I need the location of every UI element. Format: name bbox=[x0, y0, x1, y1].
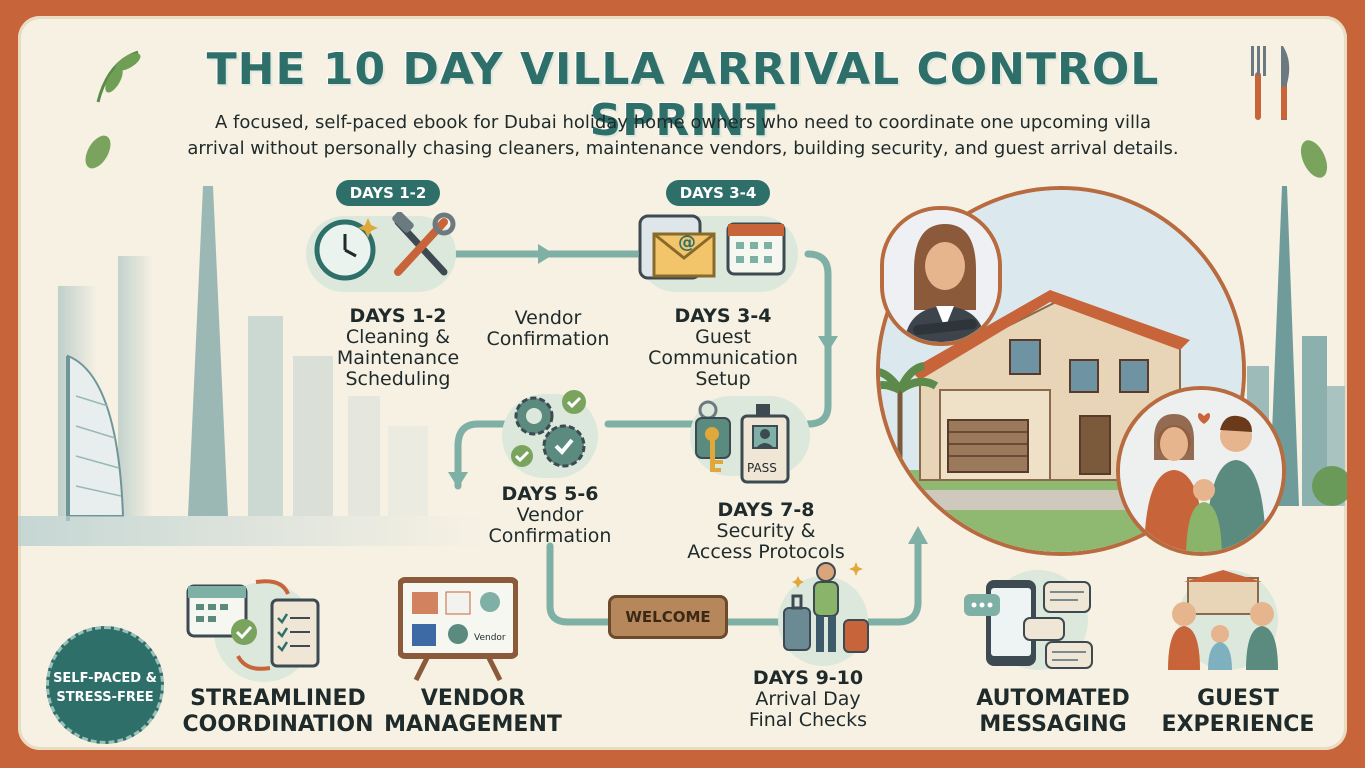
step1-head: DAYS 1-2 bbox=[349, 305, 447, 327]
step2-head: DAYS 3-4 bbox=[674, 305, 772, 327]
step3-line2: Confirmation bbox=[488, 525, 612, 547]
gears-icon bbox=[511, 390, 586, 468]
step1-line1: Cleaning & bbox=[345, 326, 451, 348]
connector-line1: Vendor bbox=[514, 307, 582, 329]
family-icon bbox=[1168, 570, 1278, 670]
guest-family-avatar bbox=[1116, 386, 1286, 556]
welcome-mat: WELCOME bbox=[608, 595, 728, 639]
page-subtitle: A focused, self-paced ebook for Dubai ho… bbox=[148, 110, 1218, 162]
step3-line1: Vendor bbox=[516, 504, 584, 526]
luggage-icon bbox=[783, 562, 869, 653]
feature1-line2: COORDINATION bbox=[182, 712, 374, 737]
feature1-line1: STREAMLINED bbox=[190, 686, 366, 711]
step4-head: DAYS 7-8 bbox=[717, 499, 815, 521]
host-avatar bbox=[880, 206, 1002, 346]
step2-line1: Guest bbox=[695, 326, 751, 348]
id-pass-icon: PASS bbox=[740, 404, 790, 484]
leaf-icon bbox=[85, 50, 141, 169]
badge-line1: SELF-PACED & bbox=[53, 671, 157, 686]
step4-label: DAYS 7-8 Security & Access Protocols bbox=[666, 500, 866, 563]
checklist-icon bbox=[186, 579, 320, 671]
feature3-line2: MESSAGING bbox=[979, 712, 1127, 737]
step1-label: DAYS 1-2 Cleaning & Maintenance Scheduli… bbox=[318, 306, 478, 390]
tools-icon bbox=[392, 212, 456, 276]
subtitle-line-1: A focused, self-paced ebook for Dubai ho… bbox=[214, 112, 1152, 133]
clock-icon bbox=[314, 218, 378, 281]
calendar-icon bbox=[726, 222, 786, 276]
chat-icon bbox=[964, 580, 1093, 669]
step5-line2: Final Checks bbox=[748, 709, 868, 731]
feature4-line1: GUEST bbox=[1197, 686, 1279, 711]
feature-vendor: VENDOR MANAGEMENT bbox=[368, 686, 578, 738]
feature-streamlined: STREAMLINED COORDINATION bbox=[168, 686, 388, 738]
feature4-line2: EXPERIENCE bbox=[1161, 712, 1315, 737]
step2-line2: Communication bbox=[648, 347, 798, 369]
feature-guest-experience: GUEST EXPERIENCE bbox=[1138, 686, 1338, 738]
host-icon bbox=[884, 210, 998, 342]
subtitle-line-2: arrival without personally chasing clean… bbox=[187, 138, 1179, 159]
step2-label: DAYS 3-4 Guest Communication Setup bbox=[638, 306, 808, 390]
step1-line2: Maintenance bbox=[336, 347, 460, 369]
vendor-board-text: Vendor bbox=[474, 633, 506, 643]
step5-line1: Arrival Day bbox=[755, 688, 861, 710]
badge-line2: STRESS-FREE bbox=[56, 690, 154, 705]
connector-label: Vendor Confirmation bbox=[478, 308, 618, 350]
fork-knife-icon bbox=[1251, 46, 1290, 120]
feature2-line2: MANAGEMENT bbox=[384, 712, 562, 737]
dubai-skyline-left bbox=[18, 186, 488, 546]
step5-head: DAYS 9-10 bbox=[752, 667, 864, 689]
step4-line2: Access Protocols bbox=[687, 541, 845, 563]
pass-label: PASS bbox=[747, 461, 777, 475]
self-paced-badge: SELF-PACED & STRESS-FREE bbox=[46, 626, 164, 744]
step4-line1: Security & bbox=[716, 520, 816, 542]
svg-text:@: @ bbox=[678, 232, 696, 253]
infographic-frame: THE 10 DAY VILLA ARRIVAL CONTROL SPRINT … bbox=[18, 16, 1347, 750]
connector-line2: Confirmation bbox=[486, 328, 610, 350]
feature3-line1: AUTOMATED bbox=[976, 686, 1130, 711]
days-1-2-pill: DAYS 1-2 bbox=[336, 180, 440, 206]
page-title: THE 10 DAY VILLA ARRIVAL CONTROL SPRINT bbox=[206, 44, 1160, 146]
feature2-line1: VENDOR bbox=[420, 686, 526, 711]
step3-label: DAYS 5-6 Vendor Confirmation bbox=[480, 484, 620, 547]
family-icon bbox=[1120, 390, 1282, 552]
leaf-icon bbox=[1300, 140, 1328, 178]
step3-head: DAYS 5-6 bbox=[501, 483, 599, 505]
email-icon: @ bbox=[638, 214, 716, 280]
key-icon bbox=[695, 400, 731, 472]
feature-messaging: AUTOMATED MESSAGING bbox=[948, 686, 1158, 738]
board-icon: Vendor bbox=[398, 577, 518, 682]
step2-line3: Setup bbox=[695, 368, 751, 390]
flow-path bbox=[444, 244, 928, 626]
days-3-4-pill: DAYS 3-4 bbox=[666, 180, 770, 206]
step5-label: DAYS 9-10 Arrival Day Final Checks bbox=[718, 668, 898, 731]
step1-line3: Scheduling bbox=[345, 368, 451, 390]
